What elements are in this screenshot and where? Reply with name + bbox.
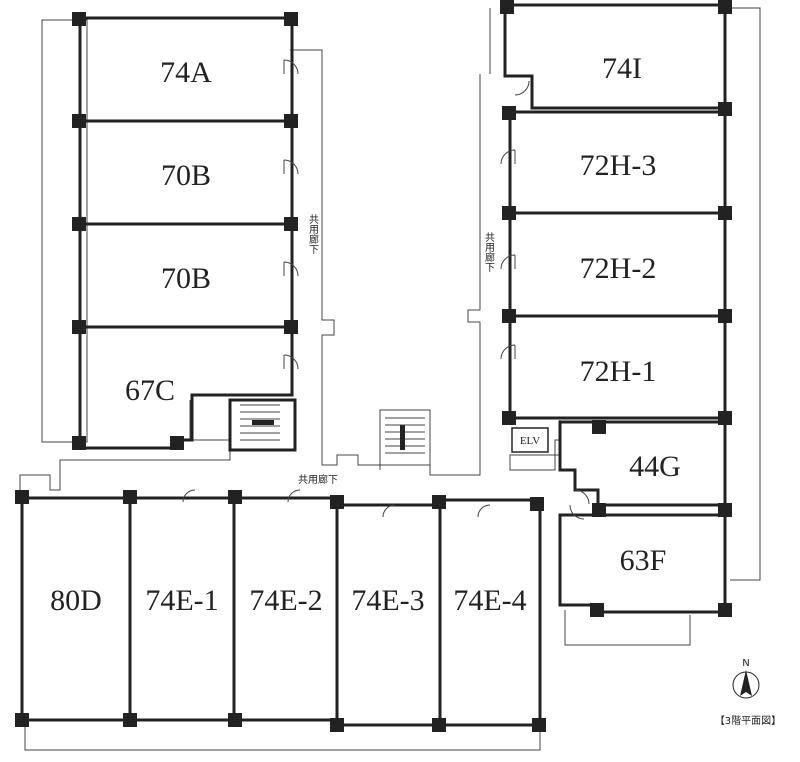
elevator: ELV bbox=[511, 427, 549, 453]
unit-label-67C: 67C bbox=[125, 374, 175, 407]
pillars bbox=[15, 0, 732, 732]
unit-label-70B-upper: 70B bbox=[161, 159, 211, 192]
unit-74E-1[interactable]: 74E-1 bbox=[128, 496, 236, 722]
unit-70B-lower[interactable]: 70B bbox=[78, 222, 294, 329]
unit-label-74I: 74I bbox=[602, 52, 642, 85]
stairwell-center bbox=[379, 409, 431, 466]
unit-74I[interactable]: 74I bbox=[503, 3, 727, 110]
unit-72H-2[interactable]: 72H-2 bbox=[508, 211, 727, 318]
unit-70B-upper[interactable]: 70B bbox=[78, 119, 294, 226]
unit-label-72H-2: 72H-2 bbox=[580, 252, 657, 285]
corridor-label-center-text: 共用廊下 bbox=[298, 473, 338, 486]
unit-label-72H-3: 72H-3 bbox=[580, 149, 657, 182]
unit-63F[interactable]: 63F bbox=[558, 513, 727, 614]
unit-74E-4[interactable]: 74E-4 bbox=[438, 498, 542, 727]
corridor-label-center: 共用廊下 bbox=[298, 473, 338, 486]
unit-74E-2[interactable]: 74E-2 bbox=[232, 496, 339, 722]
unit-label-44G: 44G bbox=[629, 450, 681, 483]
floor-title: 【3階平面図】 bbox=[715, 715, 781, 727]
unit-72H-3[interactable]: 72H-3 bbox=[508, 110, 727, 215]
unit-label-74E-2: 74E-2 bbox=[249, 584, 322, 617]
unit-label-74E-4: 74E-4 bbox=[453, 584, 526, 617]
unit-label-74E-1: 74E-1 bbox=[145, 584, 218, 617]
unit-67C[interactable]: 67C bbox=[78, 325, 294, 450]
unit-72H-1[interactable]: 72H-1 bbox=[508, 314, 727, 420]
unit-label-63F: 63F bbox=[620, 544, 667, 577]
corridor-label-left-text: 共用廊下 bbox=[307, 214, 319, 255]
unit-label-70B-lower: 70B bbox=[161, 262, 211, 295]
door-swings bbox=[182, 59, 590, 520]
corridor-label-left: 共用廊下 bbox=[307, 214, 319, 255]
unit-44G[interactable]: 44G bbox=[558, 420, 727, 507]
corridor-label-right-text: 共用廊下 bbox=[483, 232, 495, 273]
unit-label-74E-3: 74E-3 bbox=[351, 584, 424, 617]
unit-80D[interactable]: 80D bbox=[20, 496, 132, 722]
unit-74A[interactable]: 74A bbox=[78, 16, 294, 123]
compass-north-label: N bbox=[742, 658, 749, 669]
elevator-label: ELV bbox=[520, 435, 540, 447]
unit-74E-3[interactable]: 74E-3 bbox=[335, 503, 442, 727]
corridor-label-right: 共用廊下 bbox=[483, 232, 495, 273]
unit-label-80D: 80D bbox=[50, 584, 102, 617]
unit-label-74A: 74A bbox=[160, 56, 212, 89]
stairwell-left bbox=[228, 398, 297, 452]
unit-label-72H-1: 72H-1 bbox=[580, 355, 657, 388]
outline-lines bbox=[19, 7, 761, 751]
compass: N bbox=[732, 658, 760, 699]
